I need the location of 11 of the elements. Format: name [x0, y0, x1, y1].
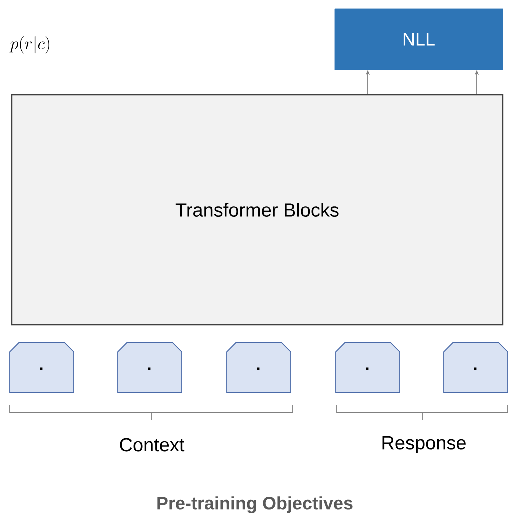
- response-label: Response: [382, 436, 466, 454]
- caption: Pre-training Objectives: [158, 496, 353, 514]
- token-box: ·: [226, 342, 292, 394]
- loss-box: NLL: [334, 8, 504, 70]
- token-box: ·: [444, 342, 508, 394]
- context-label: Context: [120, 438, 185, 452]
- formula-label: $p(r|c)$: [10, 36, 50, 54]
- transformer-box: Transformer Blocks: [11, 94, 504, 326]
- token-box: ·: [10, 342, 74, 394]
- token-box: ·: [118, 342, 182, 394]
- token-box: ·: [336, 342, 400, 394]
